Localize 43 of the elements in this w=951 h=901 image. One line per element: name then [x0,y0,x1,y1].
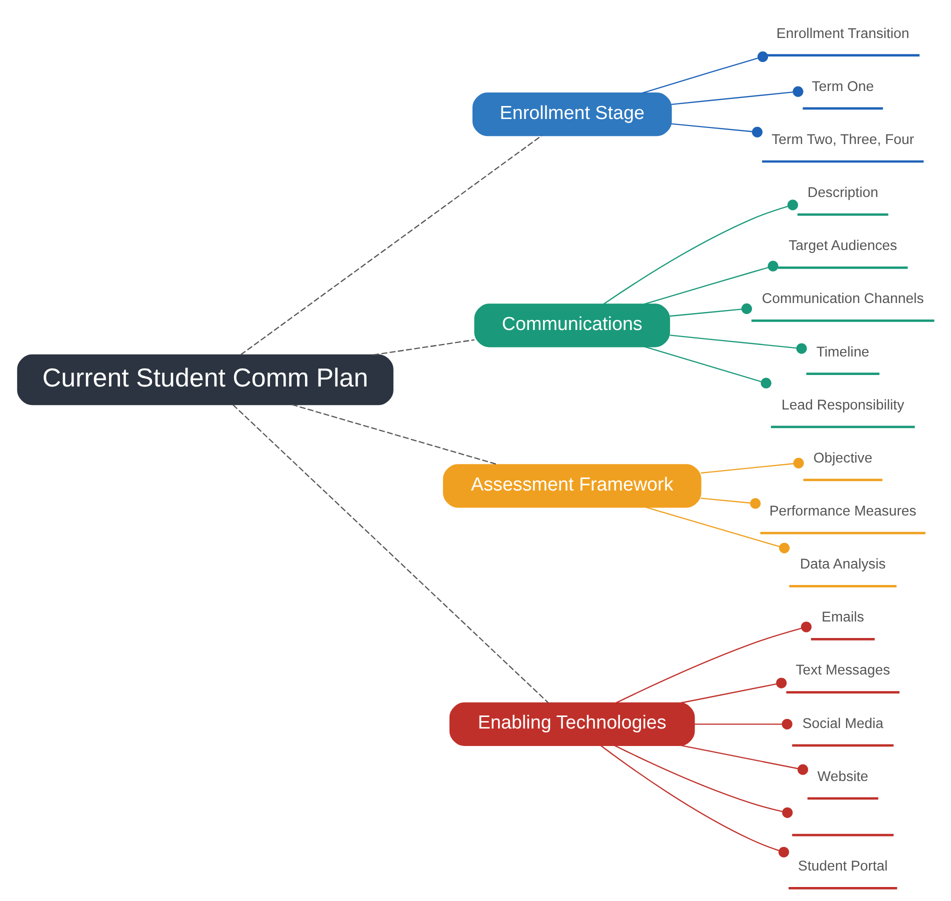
connector [644,346,771,388]
node-box: Current Student Comm Plan [16,354,393,406]
connector [694,718,792,730]
connector [615,622,812,704]
node-text: Website [816,768,868,784]
node-text: Term Two, Three, Four [771,130,914,147]
node-box: Assessment Framework [442,464,701,508]
connector [240,135,542,356]
connector [670,123,762,138]
connector [670,86,803,105]
connector [232,404,548,704]
node-box: Enrollment Stage [472,92,672,136]
node-text: Social Media [802,714,883,731]
node-text: Text Messages [795,662,890,678]
connector [372,339,474,356]
connector [291,404,498,466]
node-text: Student Portal [798,858,888,874]
connector [680,678,786,704]
node-text: Objective [812,449,872,466]
node-text: Communication Channels [761,290,924,306]
node-box: Communications [474,304,670,348]
node-text: Timeline [816,343,869,360]
connector [669,303,752,317]
connector [600,745,789,858]
node-text: Enrollment Transition [776,24,909,41]
node-text: Description [806,184,878,200]
connector [602,200,798,305]
node-text: Term One [811,78,874,94]
connector [700,458,804,474]
node-text: Data Analysis [800,556,886,572]
connector [700,498,760,509]
node-text: Performance Measures [768,502,916,518]
node-bar [792,834,894,836]
node-box: Enabling Technologies [448,702,694,746]
connector [614,744,792,818]
node-text: Target Audiences [788,237,897,254]
node-text: Emails [821,608,864,625]
node-text: Lead Responsibility [781,396,904,412]
connector [644,506,790,554]
connector [644,260,778,305]
connector [669,334,806,354]
connector [642,51,768,94]
connector [680,744,808,775]
